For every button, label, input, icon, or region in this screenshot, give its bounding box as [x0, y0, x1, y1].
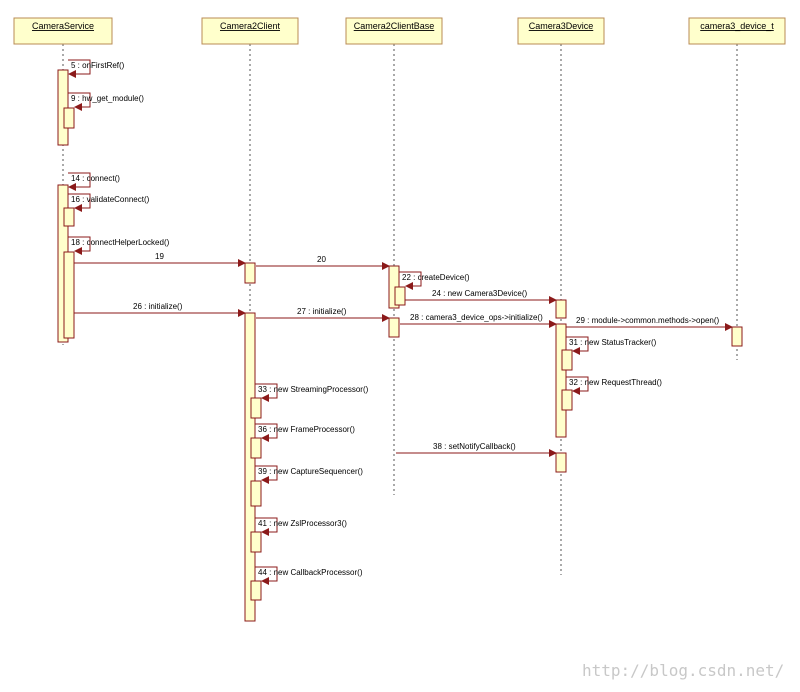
- activation-bar: [388, 317, 400, 338]
- lifeline-c2c: Camera2Client: [201, 17, 299, 45]
- message-arrow: [68, 59, 91, 78]
- message-label: 20: [317, 255, 326, 264]
- message-label: 18 : connectHelperLocked(): [71, 238, 170, 247]
- activation-bar: [250, 397, 262, 419]
- message-arrow: [255, 566, 278, 585]
- activation-bar: [244, 312, 256, 622]
- watermark: http://blog.csdn.net/: [582, 661, 784, 680]
- message-12: 28 : camera3_device_ops->initialize(): [400, 313, 557, 328]
- message-label: 26 : initialize(): [133, 302, 183, 311]
- message-20: 41 : new ZslProcessor3(): [255, 517, 347, 536]
- activation-bar: [250, 437, 262, 459]
- message-19: 39 : new CaptureSequencer(): [255, 465, 363, 484]
- activation-bar: [561, 349, 573, 371]
- lifeline-c2cb: Camera2ClientBase: [345, 17, 443, 45]
- activation-bar: [63, 251, 75, 339]
- message-11: 27 : initialize(): [256, 307, 390, 322]
- message-18: 38 : setNotifyCallback(): [396, 442, 557, 457]
- activation-bar: [250, 480, 262, 507]
- message-label: 16 : validateConnect(): [71, 195, 150, 204]
- activation-bar: [63, 107, 75, 129]
- activation-bar: [555, 452, 567, 473]
- message-label: 9 : hw_get_module(): [71, 94, 144, 103]
- lifeline-c3d: Camera3Device: [517, 17, 605, 45]
- message-6: 19: [74, 252, 246, 267]
- message-13: 29 : module->common.methods->open(): [566, 316, 733, 331]
- message-label: 38 : setNotifyCallback(): [433, 442, 516, 451]
- message-5: 18 : connectHelperLocked(): [68, 236, 170, 255]
- message-label: 24 : new Camera3Device(): [432, 289, 527, 298]
- message-label: 28 : camera3_device_ops->initialize(): [410, 313, 543, 322]
- activation-bar: [561, 389, 573, 411]
- lifeline-c3dt: camera3_device_t: [688, 17, 786, 45]
- message-17: 36 : new FrameProcessor(): [255, 423, 355, 442]
- lifeline-box: [201, 17, 299, 45]
- message-arrow: [255, 517, 278, 536]
- message-label: 29 : module->common.methods->open(): [576, 316, 720, 325]
- message-10: 26 : initialize(): [74, 302, 246, 317]
- activation-bar: [731, 326, 743, 347]
- lifeline-name: CameraService: [32, 21, 94, 31]
- message-arrow: [68, 92, 91, 111]
- activation-bar: [63, 207, 75, 227]
- lifeline-box: [13, 17, 113, 45]
- activation-bar: [244, 262, 256, 284]
- message-label: 19: [155, 252, 164, 261]
- lifeline-box: [517, 17, 605, 45]
- message-21: 44 : new CallbackProcessor(): [255, 566, 363, 585]
- message-arrow: [255, 383, 278, 402]
- activation-bar: [250, 580, 262, 601]
- lifeline-name: Camera2Client: [220, 21, 281, 31]
- message-9: 24 : new Camera3Device(): [405, 289, 557, 304]
- message-label: 22 : createDevice(): [402, 273, 470, 282]
- message-arrow: [255, 423, 278, 442]
- message-7: 20: [256, 255, 390, 270]
- message-arrow: [68, 172, 91, 191]
- activation-bar: [555, 323, 567, 438]
- message-4: 16 : validateConnect(): [68, 193, 150, 212]
- message-15: 32 : new RequestThread(): [566, 376, 662, 395]
- lifeline-name: camera3_device_t: [700, 21, 774, 31]
- message-label: 36 : new FrameProcessor(): [258, 425, 355, 434]
- activation-bar: [394, 286, 406, 306]
- message-label: 33 : new StreamingProcessor(): [258, 385, 369, 394]
- lifeline-box: [688, 17, 786, 45]
- message-arrow: [255, 465, 278, 484]
- message-label: 5 : onFirstRef(): [71, 61, 125, 70]
- lifeline-box: [345, 17, 443, 45]
- message-label: 41 : new ZslProcessor3(): [258, 519, 347, 528]
- message-2: 9 : hw_get_module(): [68, 92, 144, 111]
- message-16: 33 : new StreamingProcessor(): [255, 383, 369, 402]
- message-arrow: [68, 236, 91, 255]
- message-label: 31 : new StatusTracker(): [569, 338, 657, 347]
- message-label: 39 : new CaptureSequencer(): [258, 467, 363, 476]
- message-8: 22 : createDevice(): [399, 271, 470, 290]
- lifeline-name: Camera2ClientBase: [354, 21, 435, 31]
- message-label: 32 : new RequestThread(): [569, 378, 662, 387]
- activation-bar: [250, 531, 262, 553]
- message-arrow: [68, 193, 91, 212]
- message-label: 14 : connect(): [71, 174, 120, 183]
- message-3: 14 : connect(): [68, 172, 120, 191]
- message-label: 27 : initialize(): [297, 307, 347, 316]
- lifeline-cs: CameraService: [13, 17, 113, 45]
- message-label: 44 : new CallbackProcessor(): [258, 568, 363, 577]
- message-arrow: [566, 336, 589, 355]
- message-1: 5 : onFirstRef(): [68, 59, 125, 78]
- lifeline-name: Camera3Device: [529, 21, 594, 31]
- message-14: 31 : new StatusTracker(): [566, 336, 657, 355]
- message-arrow: [399, 271, 422, 290]
- message-arrow: [566, 376, 589, 395]
- activation-bar: [555, 299, 567, 319]
